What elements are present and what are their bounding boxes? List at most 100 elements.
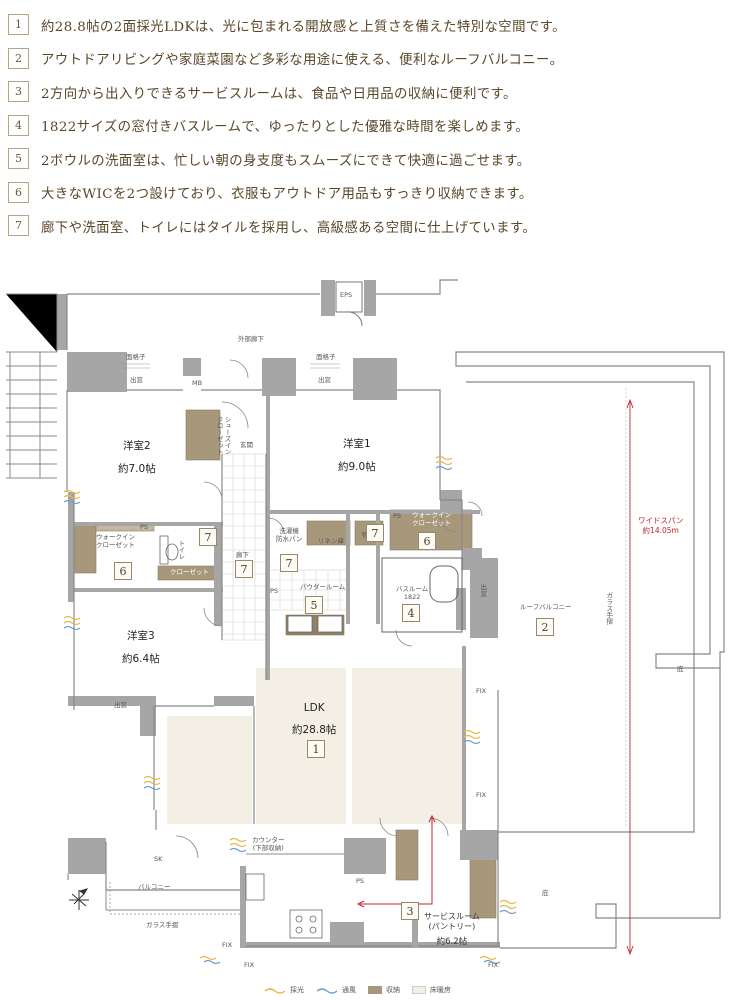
feature-text: 2方向から出入りできるサービスルームは、食品や日用品の収納に便利です。 (41, 86, 517, 102)
floor-plan-drawing (6, 279, 725, 965)
feature-number: 3 (8, 81, 29, 103)
feature-item: 7 廊下や洗面室、トイレにはタイルを採用し、高級感ある空間に仕上げています。 (8, 209, 723, 243)
sk-label: SK (154, 855, 163, 863)
bay-window-label: 出窓 (114, 701, 127, 709)
bay-window-label: 出窓 (478, 584, 487, 597)
fix-window-label: FIX (222, 941, 233, 949)
counter-label: カウンター (下部収納) (252, 836, 285, 852)
feature-list: 1 約28.8帖の2面採光LDKは、光に包まれる開放感と上質さを備えた特別な空間… (8, 8, 723, 243)
feature-badge: 6 (114, 562, 132, 580)
eaves-label: 庇 (677, 665, 684, 673)
feature-item: 4 1822サイズの窓付きバスルームで、ゆったりとした優雅な時間を楽しめます。 (8, 109, 723, 143)
feature-badge: 6 (418, 532, 436, 550)
feature-badge: 7 (366, 524, 384, 542)
fix-window-label: FIX (476, 791, 487, 799)
feature-item: 1 約28.8帖の2面採光LDKは、光に包まれる開放感と上質さを備えた特別な空間… (8, 8, 723, 42)
feature-item: 3 2方向から出入りできるサービスルームは、食品や日用品の収納に便利です。 (8, 75, 723, 109)
feature-text: 大きなWICを2つ設けており、衣服もアウトドア用品もすっきり収納できます。 (41, 187, 533, 203)
feature-text: 約28.8帖の2面採光LDKは、光に包まれる開放感と上質さを備えた特別な空間です… (41, 19, 566, 35)
shoes-closet-label: シューズイン クローゼット (215, 416, 231, 455)
room2-label: 洋室2 約7.0帖 (118, 438, 156, 476)
fix-window-label: FIX (244, 961, 255, 969)
ps-label: PS (393, 512, 402, 520)
mb-label: MB (192, 379, 203, 387)
ventilation-icon (316, 988, 338, 994)
feature-item: 5 2ボウルの洗面室は、忙しい朝の身支度もスムーズにできて快適に過ごせます。 (8, 142, 723, 176)
eps-label: EPS (340, 291, 353, 299)
north-arrow-icon (69, 888, 89, 910)
wide-span-label: ワイドスパン 約14.05m (638, 516, 684, 535)
circulation-arrows (356, 814, 436, 908)
balcony-label: バルコニー (138, 883, 171, 891)
feature-item: 6 大きなWICを2つ設けており、衣服もアウトドア用品もすっきり収納できます。 (8, 176, 723, 210)
room1-size: 約9.0帖 (338, 461, 376, 473)
room3-name: 洋室3 (127, 630, 155, 642)
legend-wind-label: 通風 (342, 986, 356, 994)
lattice-label: 面格子 (316, 353, 336, 361)
legend-storage: 収納 (368, 985, 400, 995)
kitchen (245, 853, 344, 939)
bathtub (381, 557, 463, 633)
wic-right-label: ウォークイン クローゼット (412, 511, 451, 527)
ldk-size: 約28.8帖 (292, 724, 337, 736)
room3-label: 洋室3 約6.4帖 (122, 628, 160, 666)
washer-label: 洗濯機 防水パン (276, 527, 303, 543)
tiled-hallway (221, 453, 349, 641)
bay-window-label: 出窓 (318, 376, 331, 384)
floor-plan: EPS 外部廊下 面格子 面格子 出窓 出窓 MB シューズイン クローゼット … (0, 270, 730, 980)
storage-swatch (368, 986, 382, 994)
legend-floor-heating-label: 床暖房 (430, 986, 451, 994)
lattice-grilles (120, 363, 340, 369)
entrance-label: 玄関 (240, 441, 253, 449)
linen-label: リネン庫 (318, 537, 344, 545)
roof-balcony-outline (455, 351, 725, 949)
glass-railing-label: ガラス手摺 (146, 921, 179, 929)
ldk-name: LDK (303, 702, 325, 714)
feature-badge: 7 (280, 554, 298, 572)
bottom-balcony (105, 880, 240, 915)
bath-name: バスルーム (396, 585, 429, 593)
walls (57, 280, 500, 948)
room2-name: 洋室2 (123, 440, 151, 452)
powder-room-label: パウダールーム (300, 583, 346, 591)
feature-text: 2ボウルの洗面室は、忙しい朝の身支度もスムーズにできて快適に過ごせます。 (41, 153, 531, 169)
fix-window-label: FIX (488, 961, 499, 969)
eps-box (335, 281, 363, 327)
ldk-label: LDK 約28.8帖 (292, 702, 336, 737)
bay-window-label: 出窓 (130, 376, 143, 384)
feature-badge: 7 (199, 528, 217, 546)
glass-railing-label: ガラス手摺 (604, 592, 613, 625)
room3-size: 約6.4帖 (122, 653, 160, 665)
wic-left-label: ウォークイン クローゼット (96, 533, 135, 549)
feature-badge: 4 (402, 604, 420, 622)
feature-text: アウトドアリビングや家庭菜園など多彩な用途に使える、便利なルーフバルコニー。 (41, 53, 564, 69)
daylight-marks (63, 455, 517, 961)
wall-lines (66, 279, 500, 947)
room2-size: 約7.0帖 (118, 463, 156, 475)
feature-number: 7 (8, 215, 29, 237)
closet-label: クローゼット (170, 568, 209, 576)
feature-badge: 2 (536, 618, 554, 636)
lattice-label: 面格子 (126, 353, 146, 361)
ventilation-marks (63, 465, 517, 965)
ps-label: PS (270, 587, 279, 595)
bath-size: 1822 (403, 592, 421, 601)
legend-wind: 通風 (316, 985, 356, 995)
feature-number: 2 (8, 47, 29, 69)
room1-name: 洋室1 (343, 438, 371, 450)
toilet-label: トイレ (176, 540, 185, 560)
daylight-icon (264, 988, 286, 994)
feature-number: 1 (8, 14, 29, 36)
legend-light: 採光 (264, 985, 304, 995)
toilet-fixture (159, 535, 179, 565)
legend-light-label: 採光 (290, 986, 304, 994)
room1-label: 洋室1 約9.0帖 (338, 436, 376, 474)
service-room-label: サービスルーム (パントリー) 約6.2帖 (424, 912, 480, 947)
washbasins (287, 615, 343, 633)
corridor-label: 外部廊下 (238, 335, 264, 343)
legend-floor-heating: 床暖房 (412, 985, 451, 995)
service-room-name: サービスルーム (パントリー) (424, 912, 480, 931)
wide-span-dimension (626, 398, 634, 956)
fix-window-label: FIX (476, 687, 487, 695)
feature-number: 6 (8, 181, 29, 203)
